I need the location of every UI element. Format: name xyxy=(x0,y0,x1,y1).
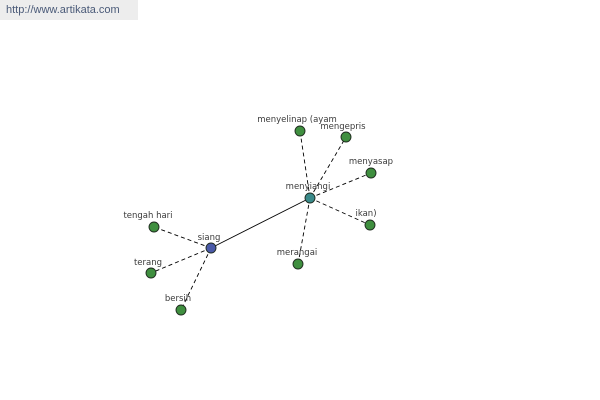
labels-layer: siang menyiangi tengah hari terang bersih men… xyxy=(123,115,393,304)
node-label-terang: terang xyxy=(134,258,162,268)
node-label-mengepris: mengepris xyxy=(320,122,366,132)
edge-menyiangi-mengepris xyxy=(309,136,347,199)
node-mengepris[interactable] xyxy=(340,131,352,143)
node-tengah-hari[interactable] xyxy=(148,221,160,233)
node-ikan[interactable] xyxy=(364,219,376,231)
source-link[interactable]: http://www.artikata.com xyxy=(6,4,120,16)
node-menyiangi[interactable] xyxy=(304,192,316,204)
edge-siang-tengah-hari xyxy=(153,226,212,249)
node-menyasap[interactable] xyxy=(365,167,377,179)
node-terang[interactable] xyxy=(145,267,157,279)
node-label-tengah-hari: tengah hari xyxy=(123,211,172,221)
node-label-menyasap: menyasap xyxy=(349,157,393,167)
edge-siang-terang xyxy=(150,247,212,274)
node-label-merangai: merangai xyxy=(277,248,318,258)
edge-siang-bersih xyxy=(180,247,212,311)
edge-menyiangi-menyelinap xyxy=(299,130,311,199)
node-siang[interactable] xyxy=(205,242,217,254)
edges-layer xyxy=(150,130,372,311)
edge-siang-menyiangi xyxy=(210,197,311,249)
node-label-ikan: ikan) xyxy=(355,209,376,219)
node-menyelinap[interactable] xyxy=(294,125,306,137)
node-label-bersih: bersih xyxy=(165,294,191,304)
edge-menyiangi-menyasap xyxy=(309,172,372,199)
node-bersih[interactable] xyxy=(175,304,187,316)
source-banner: http://www.artikata.com xyxy=(0,0,138,20)
node-label-siang: siang xyxy=(198,233,221,243)
edge-menyiangi-ikan xyxy=(309,197,371,226)
node-label-menyiangi: menyiangi xyxy=(286,182,331,192)
nodes-layer xyxy=(145,125,377,316)
node-merangai[interactable] xyxy=(292,258,304,270)
node-label-menyelinap: menyelinap (ayam xyxy=(257,115,337,125)
